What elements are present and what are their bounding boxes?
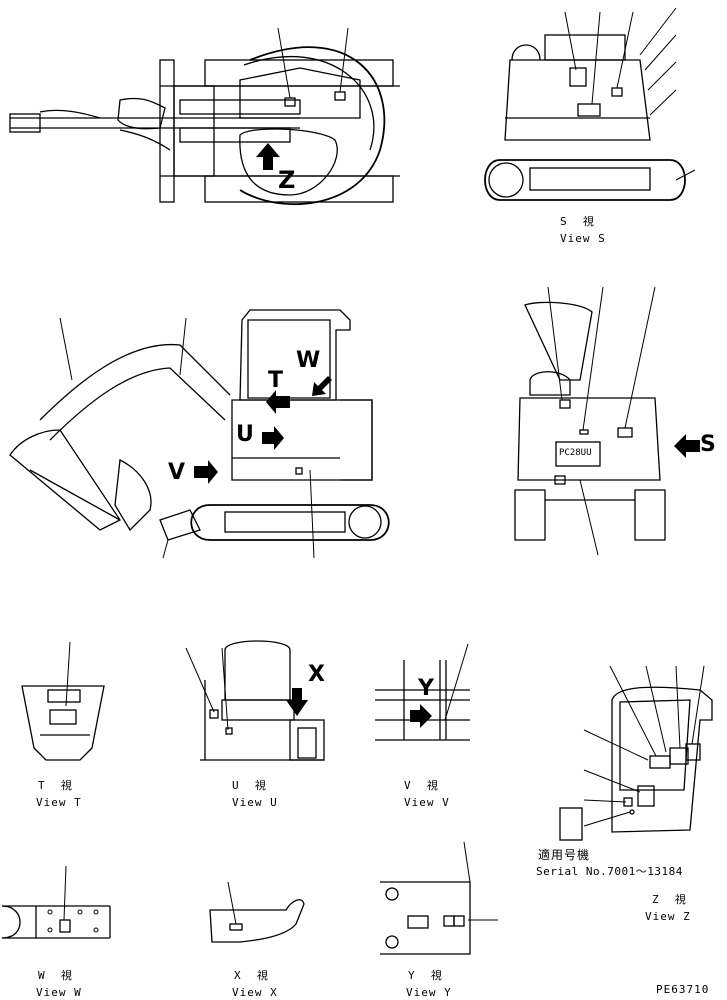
view-s-jp: S 視 xyxy=(560,215,595,228)
callout-z: Z xyxy=(278,166,296,194)
part-code: PE63710 xyxy=(656,983,710,996)
callout-x: X xyxy=(308,662,325,687)
view-y-en: View Y xyxy=(406,986,452,999)
serial-en: Serial No.7001～13184 xyxy=(536,865,683,878)
view-t-jp: T 視 xyxy=(38,779,73,792)
view-s-en: View S xyxy=(560,232,606,245)
view-z-jp: Z 視 xyxy=(652,893,687,906)
view-x-jp: X 視 xyxy=(234,969,269,982)
view-x-en: View X xyxy=(232,986,278,999)
view-u-drawing xyxy=(185,640,325,761)
view-y-jp: Y 視 xyxy=(408,969,443,982)
callout-u: U xyxy=(236,422,254,447)
view-t-drawing xyxy=(21,641,105,761)
serial-jp: 適用号機 xyxy=(538,848,591,862)
callout-v: V xyxy=(168,460,186,485)
callout-w: W xyxy=(296,348,321,373)
view-y-drawing xyxy=(380,841,498,955)
view-v-jp: V 視 xyxy=(404,779,439,792)
view-v-drawing xyxy=(375,643,470,741)
name-plate-text: PC28UU xyxy=(559,448,592,458)
top-view-drawing xyxy=(9,27,400,206)
view-u-en: View U xyxy=(232,796,278,809)
rear-view-drawing xyxy=(514,286,700,556)
view-t-en: View T xyxy=(36,796,82,809)
view-z-en: View Z xyxy=(645,910,691,923)
view-s-drawing xyxy=(484,7,696,201)
callout-y: Y xyxy=(418,676,434,701)
view-v-en: View V xyxy=(404,796,450,809)
view-z-drawing xyxy=(559,665,713,841)
view-x-drawing xyxy=(209,881,305,943)
callout-t: T xyxy=(268,368,284,393)
view-w-en: View W xyxy=(36,986,82,999)
view-w-drawing xyxy=(1,865,111,939)
side-view-drawing xyxy=(9,309,390,559)
callout-s: S xyxy=(700,432,716,457)
view-w-jp: W 視 xyxy=(38,969,73,982)
view-u-jp: U 視 xyxy=(232,779,267,792)
